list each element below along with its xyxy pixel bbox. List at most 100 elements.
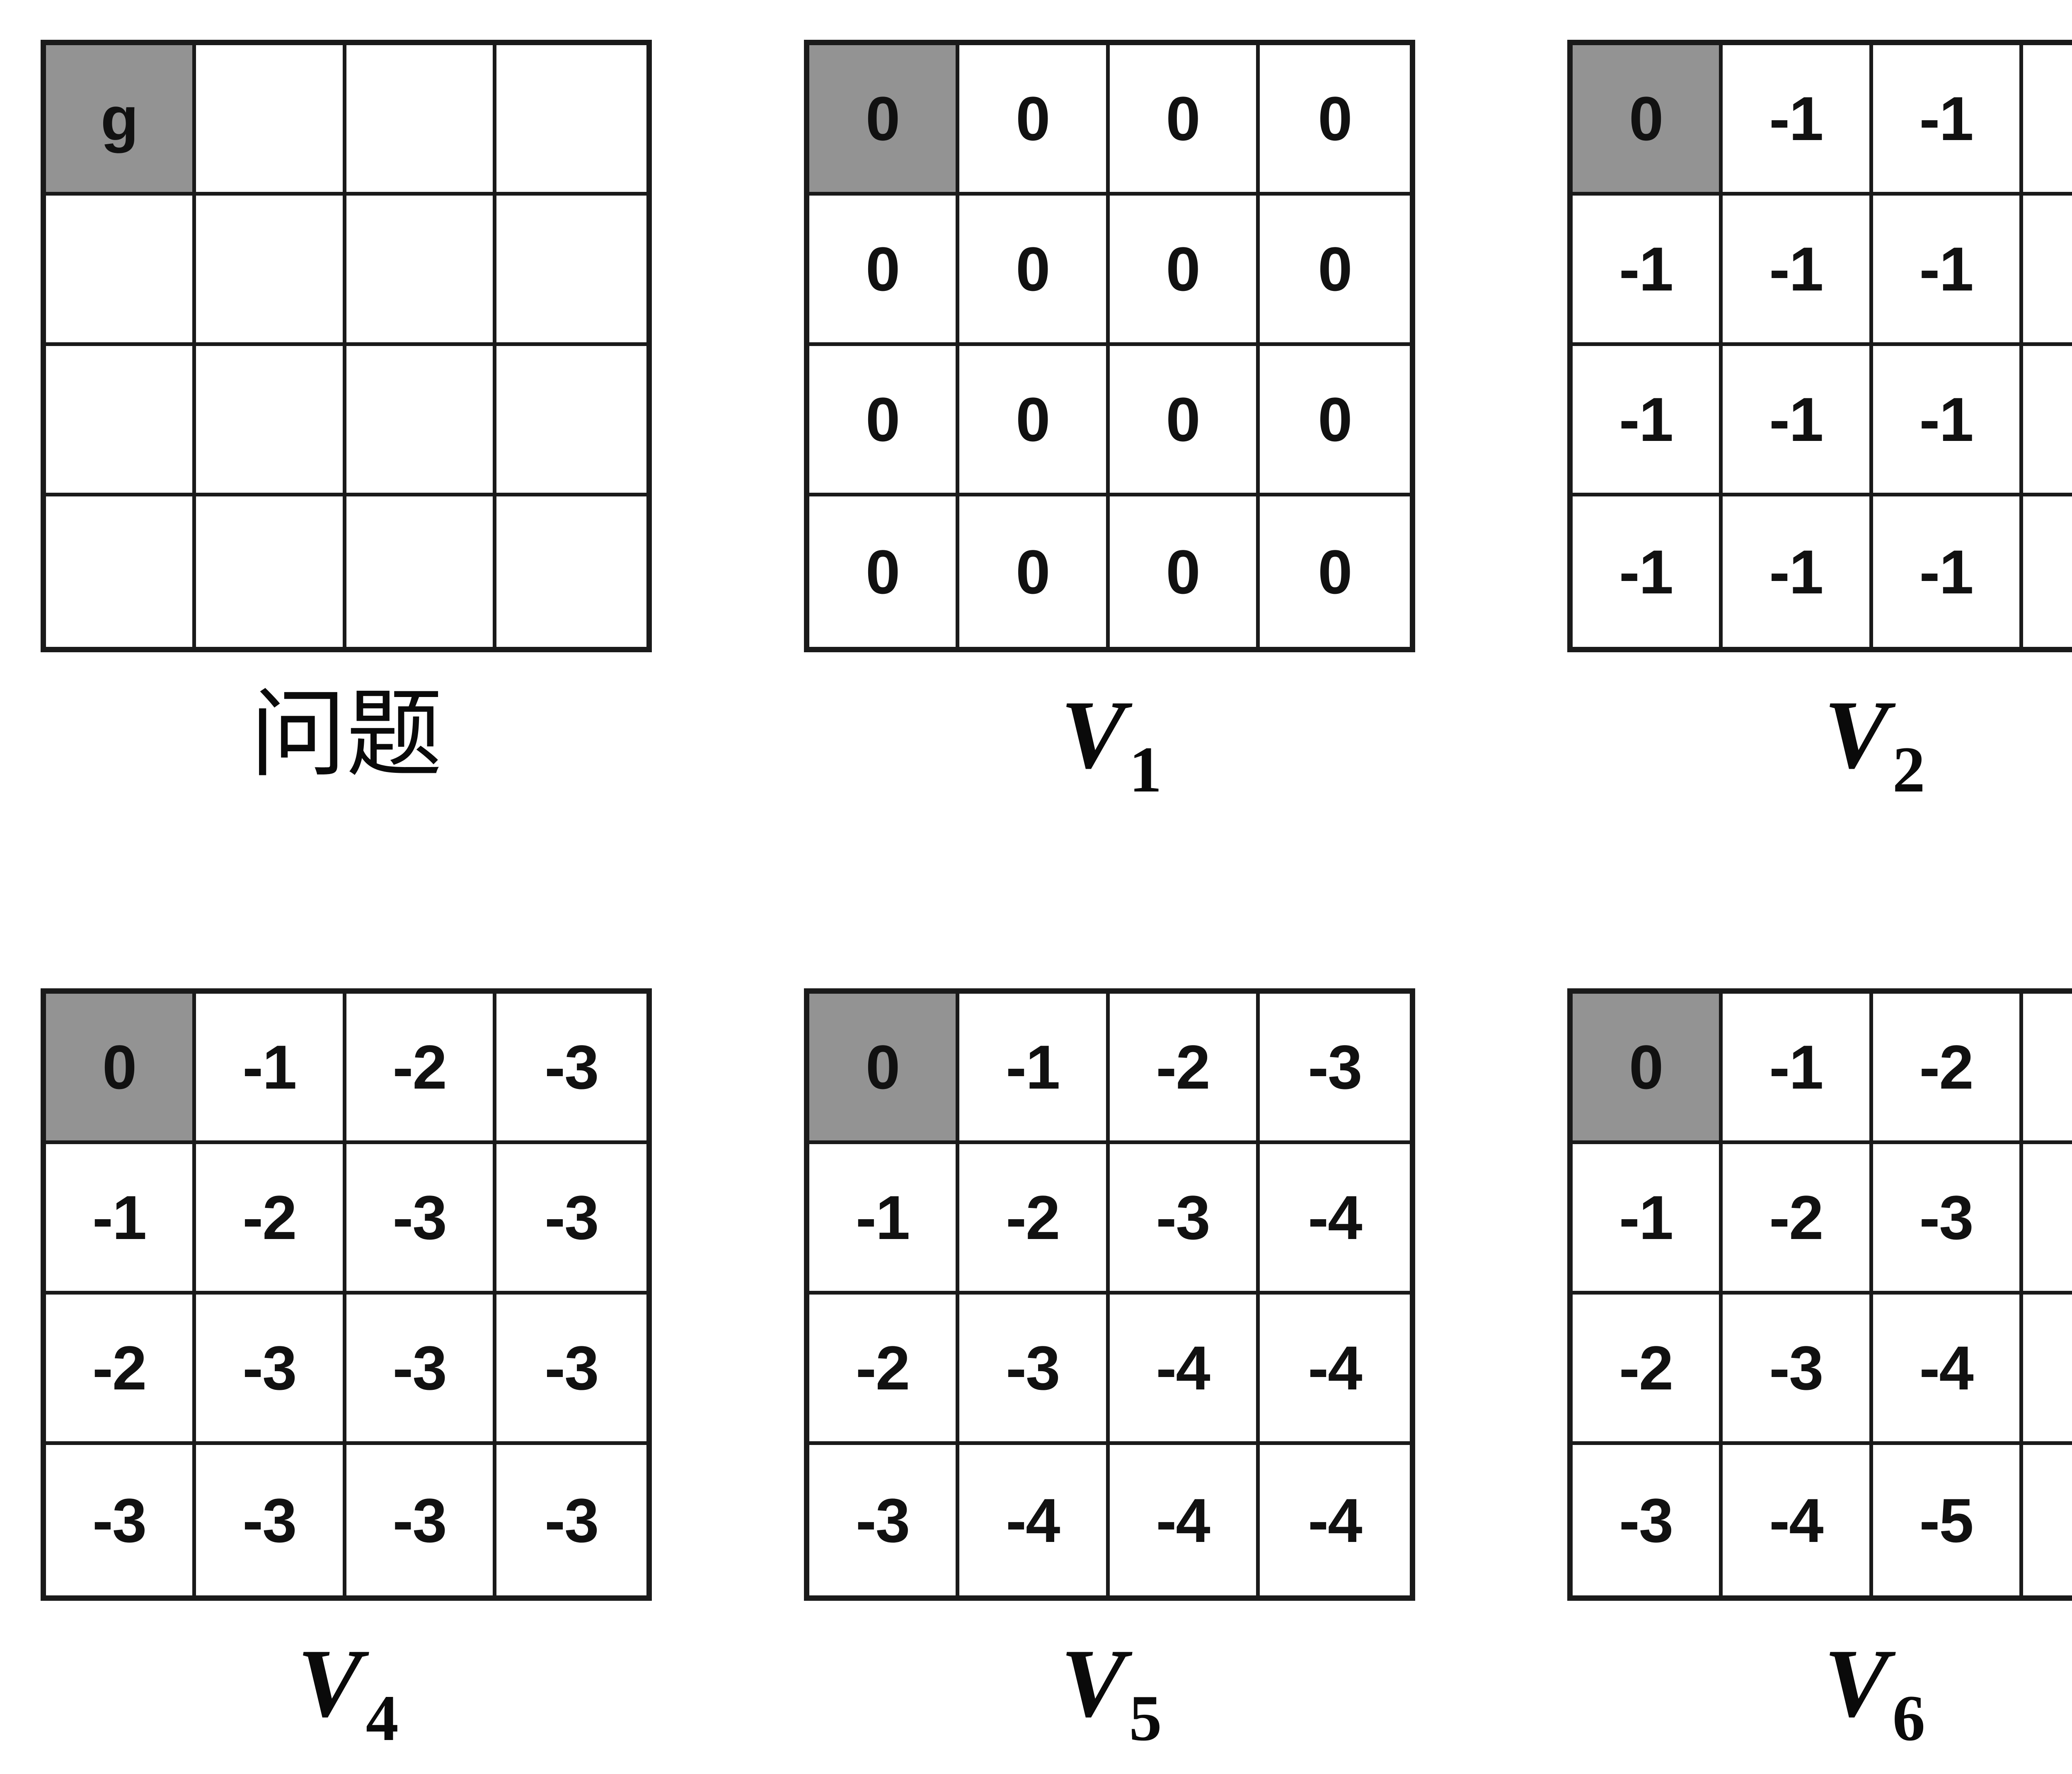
grid-cell [46,196,196,346]
grid-cell: -2 [809,1295,960,1445]
grid-cell: -1 [1723,196,1873,346]
value-grid-v5: 0-1-2-3-1-2-3-4-2-3-4-4-3-4-4-4 [804,988,1415,1601]
caption-subscript: 4 [366,1682,399,1755]
grid-cell: -2 [1723,1144,1873,1295]
grid-cell: 0 [1109,496,1260,647]
grid-cell: -1 [196,994,346,1144]
panel-caption-v6: V6 [1567,1635,2072,1751]
value-grid-panel-problem: g [41,40,652,652]
panel-caption-problem: 问题 [250,678,443,790]
grid-cell: -1 [1723,994,1873,1144]
caption-symbol: V [1060,1629,1126,1738]
grid-cell: -4 [1109,1445,1260,1595]
grid-cell [346,45,496,196]
caption-symbol: V [297,1629,363,1738]
grid-cell: -1 [2023,45,2072,196]
caption-symbol: V [1060,681,1126,789]
grid-cell: -2 [1873,994,2023,1144]
value-grid-panel-v5: 0-1-2-3-1-2-3-4-2-3-4-4-3-4-4-4 [804,988,1415,1601]
caption-subscript: 2 [1892,733,1925,806]
grid-cell: -4 [1259,1144,1410,1295]
grid-cell-goal: 0 [46,994,196,1144]
grid-cell: 0 [1109,346,1260,496]
grid-cell [346,196,496,346]
grid-cell: -2 [959,1144,1110,1295]
grid-cell [46,346,196,496]
value-grid-panel-v4: 0-1-2-3-1-2-3-3-2-3-3-3-3-3-3-3 [41,988,652,1601]
grid-cell: -3 [496,1295,646,1445]
grid-cell: -3 [1109,1144,1260,1295]
grid-cell [496,346,646,496]
grid-cell: 0 [959,196,1110,346]
grid-cell: 0 [1109,45,1260,196]
grid-cell: -1 [46,1144,196,1295]
grid-cell [46,496,196,647]
grid-cell: -4 [1109,1295,1260,1445]
grid-cell: -3 [1723,1295,1873,1445]
grid-cell: -1 [1723,45,1873,196]
grid-cell: -2 [1109,994,1260,1144]
grid-cell: -3 [346,1445,496,1595]
grid-cell: -5 [1873,1445,2023,1595]
grid-cell [346,496,496,647]
grid-cell: -1 [2023,196,2072,346]
grid-cell: 0 [1259,346,1410,496]
grid-cell: -3 [2023,994,2072,1144]
grid-cell: -1 [1873,196,2023,346]
grid-cell: -3 [346,1144,496,1295]
grid-cell: 0 [959,346,1110,496]
grid-cell: -3 [196,1295,346,1445]
panel-caption-v2: V2 [1567,686,2072,803]
value-grid-panel-v6: 0-1-2-3-1-2-3-4-2-3-4-5-3-4-5-5 [1567,988,2072,1601]
panel-caption-v1: V1 [804,686,1415,803]
grid-cell: -1 [1573,346,1723,496]
grid-cell: -4 [1259,1445,1410,1595]
grid-cell: -3 [1259,994,1410,1144]
grid-cell: -1 [1873,45,2023,196]
grid-cell: -1 [1873,496,2023,647]
caption-subscript: 6 [1892,1682,1925,1755]
grid-cell: -2 [1573,1295,1723,1445]
grid-cell: -3 [809,1445,960,1595]
grid-cell: 0 [809,346,960,496]
grid-cell: -4 [2023,1144,2072,1295]
grid-cell: -1 [1573,196,1723,346]
grid-cell: 0 [809,496,960,647]
grid-cell: -3 [46,1445,196,1595]
grid-cell: -5 [2023,1445,2072,1595]
grid-cell-goal: 0 [809,45,960,196]
grid-cell: 0 [959,496,1110,647]
grid-cell: -4 [959,1445,1110,1595]
grid-cell-goal: 0 [1573,994,1723,1144]
grid-cell [196,196,346,346]
grid-cell-goal: 0 [1573,45,1723,196]
grid-cell [196,45,346,196]
grid-cell: -2 [46,1295,196,1445]
value-grid-problem: g [41,40,652,652]
grid-cell: -1 [1723,346,1873,496]
grid-cell [196,346,346,496]
grid-cell: -2 [196,1144,346,1295]
grid-cell: -3 [1873,1144,2023,1295]
grid-cell [496,196,646,346]
grid-cell [346,346,496,496]
grid-cell: 0 [959,45,1110,196]
grid-cell: 0 [1259,45,1410,196]
grid-cell: -1 [1873,346,2023,496]
value-grid-panel-v2: 0-1-1-1-1-1-1-1-1-1-1-1-1-1-1-1 [1567,40,2072,652]
value-grid-v4: 0-1-2-3-1-2-3-3-2-3-3-3-3-3-3-3 [41,988,652,1601]
grid-cell: -3 [496,1144,646,1295]
grid-cell: -4 [1873,1295,2023,1445]
grid-cell: -5 [2023,1295,2072,1445]
grid-cell: -2 [346,994,496,1144]
grid-cell: -3 [196,1445,346,1595]
grid-cell: -4 [1259,1295,1410,1445]
grid-cell: 0 [1259,496,1410,647]
grid-cell: -3 [1573,1445,1723,1595]
panel-caption-v5: V5 [804,1635,1415,1751]
grid-cell [496,45,646,196]
grid-cell: -1 [809,1144,960,1295]
value-grid-v2: 0-1-1-1-1-1-1-1-1-1-1-1-1-1-1-1 [1567,40,2072,652]
grid-cell: 0 [1109,196,1260,346]
